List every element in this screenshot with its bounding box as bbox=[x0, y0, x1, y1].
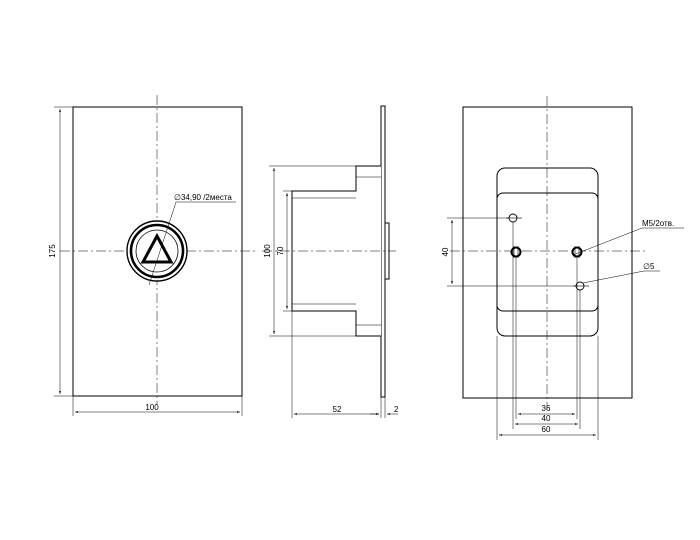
body-height-label: 100 bbox=[263, 244, 272, 258]
inner-height-label: 70 bbox=[276, 246, 285, 255]
body-width-label: 60 bbox=[542, 425, 551, 434]
hole-vertical-label: 40 bbox=[441, 247, 450, 256]
thread-hole-left bbox=[510, 246, 522, 258]
button-diameter-leader bbox=[148, 201, 177, 286]
thread-callout-label: M5/2отв. bbox=[642, 219, 674, 228]
hole-callout-leader bbox=[582, 270, 645, 284]
back-housing-inner bbox=[496, 192, 599, 312]
side-face-plate bbox=[380, 105, 386, 398]
thread-callout-leader bbox=[572, 227, 643, 256]
depth-label: 52 bbox=[333, 405, 342, 414]
back-view: 40 36 40 60 M5/2отв. ∅5 bbox=[441, 96, 684, 440]
triangle-up-icon bbox=[140, 232, 174, 264]
hole-spacing-36-label: 36 bbox=[542, 404, 551, 413]
plate-width-label: 100 bbox=[145, 403, 159, 412]
call-button bbox=[126, 220, 188, 282]
thickness-label: 2 bbox=[394, 405, 399, 414]
hole-spacing-40-label: 40 bbox=[542, 414, 551, 423]
plate-height-label: 175 bbox=[48, 244, 57, 258]
button-diameter-label: ∅34,90 /2места bbox=[174, 193, 232, 202]
front-view: ∅34,90 /2места 175 100 bbox=[48, 95, 255, 416]
side-view: 100 70 52 2 bbox=[262, 105, 399, 418]
hole-callout-label: ∅5 bbox=[643, 262, 655, 271]
